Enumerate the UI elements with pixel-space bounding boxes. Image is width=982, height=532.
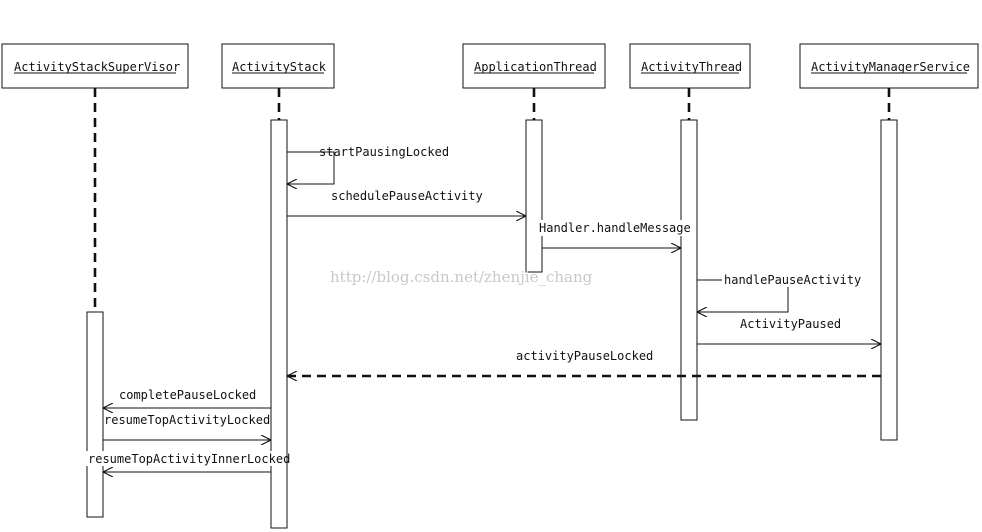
participant-box xyxy=(221,43,335,89)
message-label-handle-pause: handlePauseActivity xyxy=(724,273,861,287)
participant-label: ApplicationThread xyxy=(474,60,597,74)
label-background xyxy=(537,220,685,236)
watermark: http://blog.csdn.net/zhenjie_chang xyxy=(330,268,593,286)
participant-label: ActivityStack xyxy=(232,60,327,74)
activation-bar-supervisor xyxy=(86,311,104,518)
participant-stack: ActivityStack xyxy=(221,43,335,89)
participant-ams: ActivityManagerService xyxy=(799,43,979,89)
lifelines xyxy=(93,88,891,312)
participant-label: ActivityThread xyxy=(641,60,742,74)
activation-bar-appthread xyxy=(525,119,543,273)
message-arrow-start-pausing xyxy=(287,151,335,184)
activation-bar-actthread xyxy=(680,119,698,421)
message-label-resume-top: resumeTopActivityLocked xyxy=(104,413,270,427)
participant-supervisor: ActivityStackSuperVisor xyxy=(1,43,189,89)
message-label-activity-pause-locked: activityPauseLocked xyxy=(516,349,653,363)
message-label-complete-pause: completePauseLocked xyxy=(119,388,256,402)
participant-box xyxy=(629,43,751,89)
message-label-handle-message: Handler.handleMessage xyxy=(539,221,691,235)
message-label-schedule-pause: schedulePauseActivity xyxy=(331,189,483,203)
participant-label: ActivityStackSuperVisor xyxy=(14,60,180,74)
label-background xyxy=(86,451,284,466)
messages xyxy=(103,151,881,472)
participant-box xyxy=(799,43,979,89)
message-labels: startPausingLocked schedulePauseActivity… xyxy=(86,145,861,466)
activation-bar-ams xyxy=(880,119,898,441)
message-label-start-pausing: startPausingLocked xyxy=(319,145,449,159)
label-background xyxy=(722,273,856,287)
message-label-activity-paused: ActivityPaused xyxy=(740,317,841,331)
activation-bar-stack xyxy=(270,119,288,529)
participant-appthread: ApplicationThread xyxy=(462,43,606,89)
participant-actthread: ActivityThread xyxy=(629,43,751,89)
message-label-resume-top-inner: resumeTopActivityInnerLocked xyxy=(88,452,290,466)
participant-box xyxy=(1,43,189,89)
participant-label: ActivityManagerService xyxy=(811,60,970,74)
participant-box xyxy=(462,43,606,89)
